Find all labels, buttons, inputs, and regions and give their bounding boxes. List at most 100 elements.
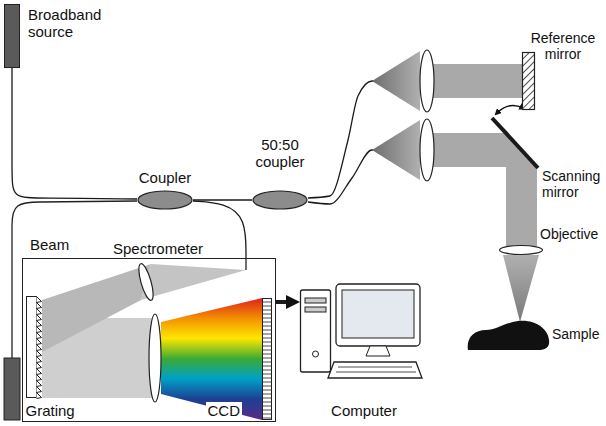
pc-tower [301, 290, 331, 372]
fiber-coupler: 50:50 coupler [252, 190, 308, 210]
light-source: Broadband source [4, 4, 20, 68]
ccd-pixel [262, 325, 271, 326]
beam-source [4, 358, 20, 420]
ccd-pixel [262, 337, 271, 338]
node-label: Coupler [139, 169, 192, 186]
ccd-pixel [262, 313, 271, 314]
spectrum-fan [161, 298, 262, 420]
ccd-pixel [262, 321, 271, 322]
pc-drive [305, 298, 326, 303]
ccd-pixel [262, 317, 271, 318]
ccd-pixel [262, 417, 271, 418]
pc-drive [305, 307, 326, 312]
ccd-pixel [262, 401, 271, 402]
node-label: Computer [331, 402, 397, 419]
monitor-stand [366, 346, 390, 356]
ccd-pixel [262, 409, 271, 410]
node-label: 50:50 coupler [249, 136, 311, 171]
node-label: Objective [540, 226, 598, 242]
ccd-pixel [262, 389, 271, 390]
ccd-pixel [262, 361, 271, 362]
node-label: Grating [26, 402, 75, 419]
ccd-pixel [262, 353, 271, 354]
node-outline [492, 118, 538, 168]
sample-shape: Sample [464, 318, 550, 352]
scanning-mirror: Scanning mirror [492, 118, 538, 168]
node-label: Sample [552, 326, 599, 342]
reference-mirror: Reference mirror [522, 52, 535, 110]
coupler-ellipse [138, 191, 192, 209]
part-label: Beam [30, 236, 69, 253]
ccd-body [262, 298, 271, 419]
node-label: CCD [206, 402, 243, 419]
node-outline [26, 296, 42, 398]
node-outline [262, 298, 272, 420]
ccd-pixel [262, 301, 271, 302]
ccd-pixel [262, 393, 271, 394]
fiber-coupler: Coupler [137, 190, 193, 210]
ccd-pixel [262, 349, 271, 350]
ccd-sensor: CCD [262, 298, 272, 420]
focus-cone [503, 255, 539, 322]
monitor-screen [342, 290, 414, 338]
ccd-pixel [262, 377, 271, 378]
light-cone [141, 264, 246, 300]
node-outline [137, 190, 193, 210]
sample-blob [468, 321, 549, 350]
node-label: Broadband source [28, 6, 116, 41]
objective-lens: Objective [499, 245, 543, 255]
ccd-pixel [262, 365, 271, 366]
pc-button [313, 351, 319, 357]
fiber [245, 258, 246, 270]
light-beam [42, 264, 151, 352]
keyboard [328, 362, 422, 378]
lens-shape [500, 246, 543, 255]
node-outline [4, 4, 20, 68]
ccd-pixel [262, 373, 271, 374]
grating-teeth [36, 296, 41, 398]
collimator-lens [420, 50, 434, 112]
node-label: Scanning mirror [542, 168, 604, 200]
ccd-pixel [262, 333, 271, 334]
node-outline [464, 318, 550, 352]
collimator-cone [372, 120, 420, 180]
ccd-pixel [262, 309, 271, 310]
light-beam [432, 64, 522, 98]
ccd-pixel [262, 413, 271, 414]
ccd-pixel [262, 369, 271, 370]
ccd-pixel [262, 357, 271, 358]
coupler-ellipse [253, 191, 307, 209]
diffraction-grating: Grating [26, 296, 42, 398]
ccd-pixel [262, 345, 271, 346]
ccd-pixel [262, 305, 271, 306]
focusing-lens [149, 314, 161, 402]
scan-arrow [497, 105, 523, 113]
node-outline [522, 52, 535, 110]
ccd-pixel [262, 341, 271, 342]
node-outline [252, 190, 308, 210]
ccd-pixel [262, 385, 271, 386]
collimator-lens [136, 262, 156, 301]
ccd-pixel [262, 329, 271, 330]
node-outline [499, 245, 543, 255]
ccd-pixel [262, 381, 271, 382]
node-label: Spectrometer [113, 240, 203, 257]
node-label: Reference mirror [525, 30, 601, 62]
mirror-plate [523, 53, 535, 110]
signal-arrow [276, 300, 286, 304]
ccd-pixel [262, 405, 271, 406]
monitor-frame [336, 284, 420, 346]
collimator-cone [372, 51, 420, 111]
spectrometer-box: SpectrometerGratingCCD [22, 258, 276, 422]
ccd-pixel [262, 397, 271, 398]
keyboard-keys [336, 367, 416, 372]
collimator-lens [420, 119, 434, 181]
computer-icon: Computer [300, 282, 422, 424]
grating-body [26, 296, 36, 397]
optical-fiber [193, 199, 252, 200]
optical-fiber [12, 68, 137, 199]
source-housing [5, 5, 20, 68]
mirror-plate [492, 118, 538, 168]
